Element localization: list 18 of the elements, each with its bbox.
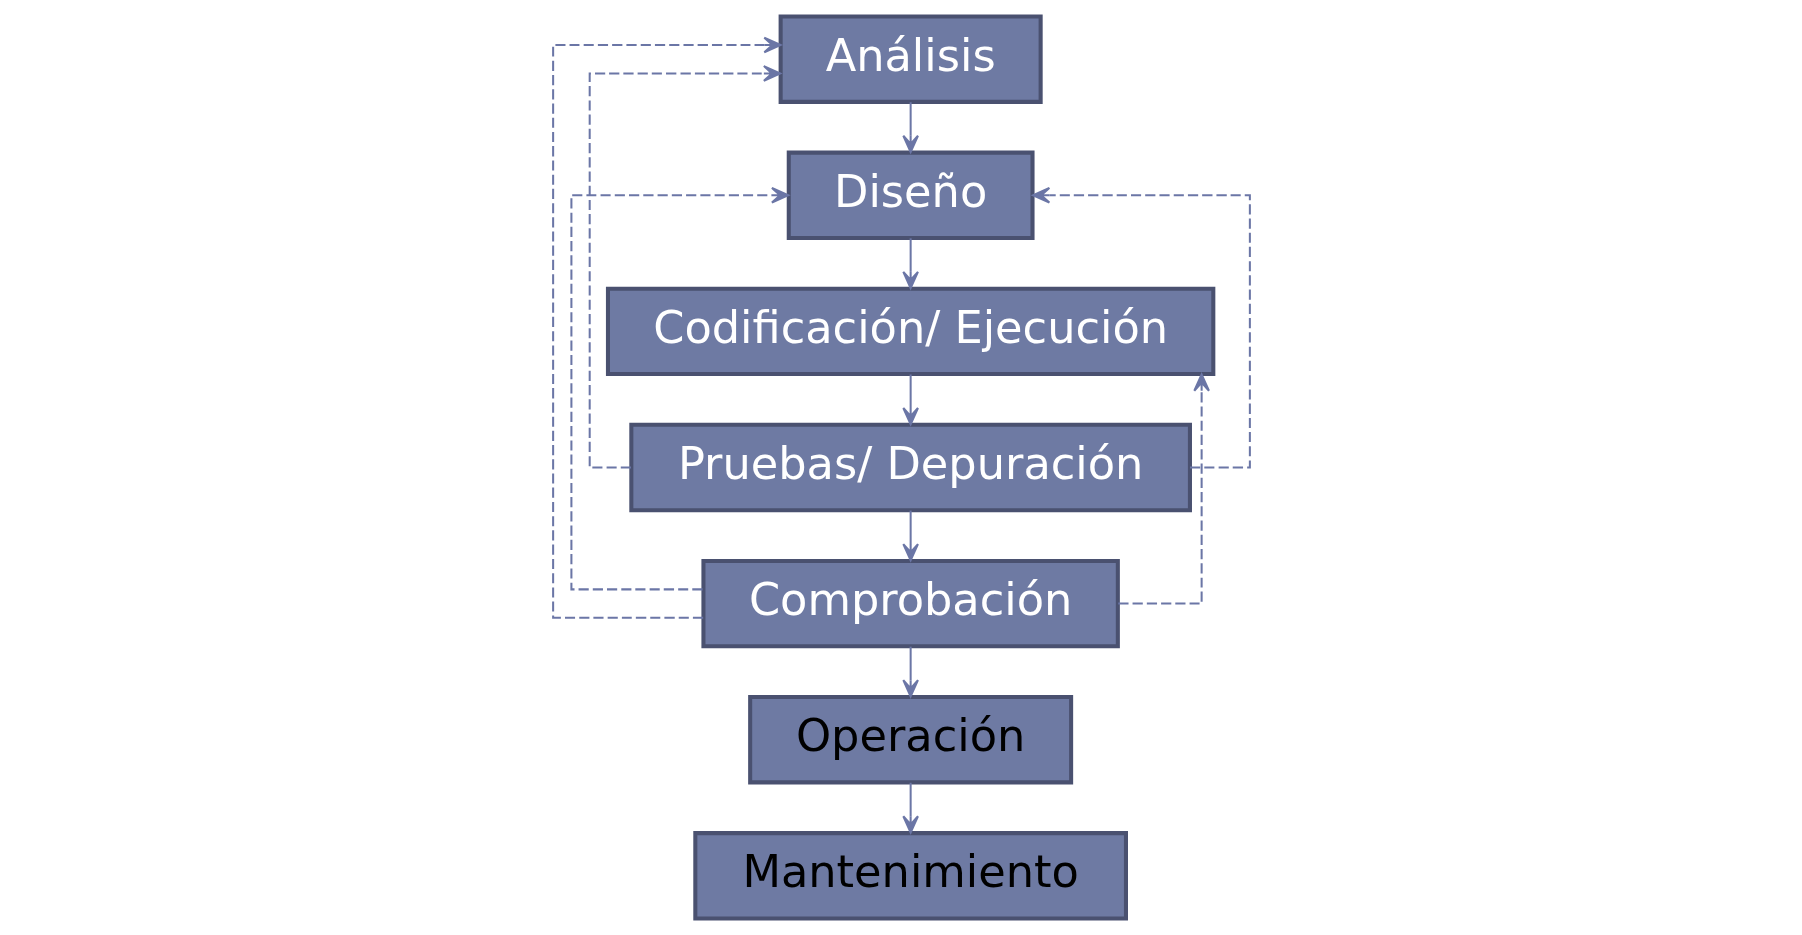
arrow: [569, 186, 789, 591]
node-box: Comprobación: [700, 558, 1120, 649]
arrow: [901, 782, 919, 834]
arrow: [901, 374, 919, 426]
node-box: Mantenimiento: [692, 831, 1128, 921]
node-box: Análisis: [778, 14, 1043, 104]
arrow: [1117, 373, 1210, 605]
arrow: [901, 510, 919, 562]
arrow: [551, 36, 782, 619]
arrow: [901, 646, 919, 698]
arrow: [588, 65, 781, 469]
arrow: [901, 238, 919, 290]
node-box: Operación: [747, 695, 1073, 785]
arrow: [901, 102, 919, 154]
node-box: Pruebas/ Depuración: [628, 422, 1192, 513]
node-box: Codificación/ Ejecución: [605, 286, 1215, 377]
node-box: Diseño: [786, 150, 1035, 240]
arrow: [1031, 186, 1251, 469]
